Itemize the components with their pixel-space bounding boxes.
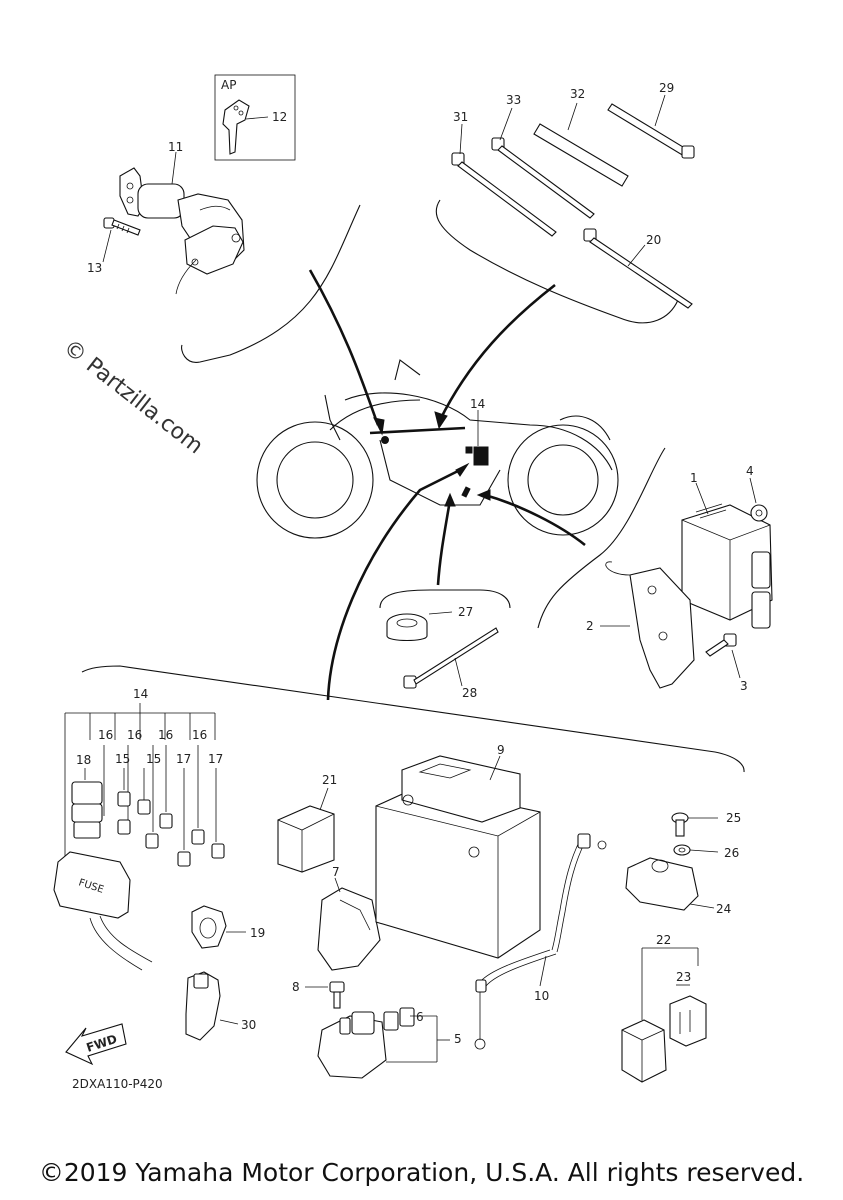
fuse-box-icon: FUSE (53, 851, 153, 971)
bolt-icon-13 (103, 217, 141, 236)
key-kit-group: AP (214, 74, 296, 161)
watermark: © Partzilla.com (58, 335, 207, 459)
callout-21: 21 (322, 773, 337, 787)
callout-16a: 16 (98, 728, 113, 742)
callout-9: 9 (497, 743, 505, 757)
callout-32: 32 (570, 87, 585, 101)
callout-22: 22 (656, 933, 671, 947)
starter-relay-cover-icon-7 (317, 887, 381, 971)
relay-icon-21 (277, 805, 335, 873)
callout-15b: 15 (146, 752, 161, 766)
bolt-icon-3 (705, 633, 737, 657)
cable-clamp-icon-32 (533, 123, 629, 187)
callout-16d: 16 (192, 728, 207, 742)
main-fuse-icon-18 (71, 781, 103, 839)
callout-7: 7 (332, 865, 340, 879)
battery-cable-icon (474, 833, 607, 1050)
callout-5: 5 (454, 1032, 462, 1046)
callout-30: 30 (241, 1018, 256, 1032)
fuse-tree-lines (64, 703, 217, 860)
callout-18: 18 (76, 753, 91, 767)
clamp-icon-19 (191, 905, 227, 949)
key-kit-box (214, 74, 296, 161)
callout-31: 31 (453, 110, 468, 124)
starter-assembly-icon (119, 167, 245, 295)
callout-16b: 16 (127, 728, 142, 742)
callout-1: 1 (690, 471, 698, 485)
fuse-icon-6 (383, 1007, 415, 1031)
screw-icon-25 (671, 812, 689, 837)
callout-15a: 15 (115, 752, 130, 766)
cable-tie-icon-33 (491, 137, 595, 219)
callout-27: 27 (458, 605, 473, 619)
connector-icon-23 (669, 995, 707, 1047)
callout-3: 3 (740, 679, 748, 693)
callout-29: 29 (659, 81, 674, 95)
cable-tie-icon-20 (583, 228, 693, 309)
relay-icon-22 (621, 1019, 667, 1083)
motorcycle-silhouette-icon (256, 359, 619, 539)
key-blank-icon (222, 99, 250, 155)
callout-11: 11 (168, 140, 183, 154)
clamp-icon-30 (185, 971, 221, 1041)
cable-tie-icon-28 (403, 627, 499, 689)
callout-26: 26 (724, 846, 739, 860)
callout-10: 10 (534, 989, 549, 1003)
callout-25: 25 (726, 811, 741, 825)
callout-24: 24 (716, 902, 731, 916)
callout-8: 8 (292, 980, 300, 994)
callout-labels: 12 11 13 31 33 32 29 20 14 1 4 2 3 27 28… (76, 81, 754, 1046)
cable-tie-icon-31 (451, 152, 557, 237)
diagram-code: 2DXA110-P420 (72, 1077, 163, 1091)
fwd-arrow-icon: FWD (65, 1023, 127, 1066)
fuse-icons (117, 791, 225, 867)
copyright-notice: ©2019 Yamaha Motor Corporation, U.S.A. A… (38, 1158, 805, 1187)
callout-20: 20 (646, 233, 661, 247)
callout-2: 2 (586, 619, 594, 633)
callout-17b: 17 (208, 752, 223, 766)
callout-17a: 17 (176, 752, 191, 766)
callout-28: 28 (462, 686, 477, 700)
callout-19: 19 (250, 926, 265, 940)
callout-14-fuse: 14 (133, 687, 148, 701)
callout-14-main: 14 (470, 397, 485, 411)
nut-icon-4 (750, 504, 768, 522)
washer-icon-26 (673, 844, 691, 856)
ecu-bracket-icon (605, 561, 695, 689)
bolt-icon-8 (329, 981, 345, 1009)
coupler-icon-24 (625, 857, 699, 911)
callout-6: 6 (416, 1010, 424, 1024)
ecu-unit-icon (681, 503, 773, 629)
starter-relay-icon-5 (317, 1011, 387, 1079)
callout-4: 4 (746, 464, 754, 478)
battery-icon (375, 755, 541, 959)
cable-tie-icon-29 (607, 103, 695, 159)
callout-13: 13 (87, 261, 102, 275)
callout-23: 23 (676, 970, 691, 984)
kit-label: AP (221, 78, 236, 92)
callout-16c: 16 (158, 728, 173, 742)
callout-12: 12 (272, 110, 287, 124)
band-clip-icon-27 (386, 613, 428, 642)
callout-33: 33 (506, 93, 521, 107)
